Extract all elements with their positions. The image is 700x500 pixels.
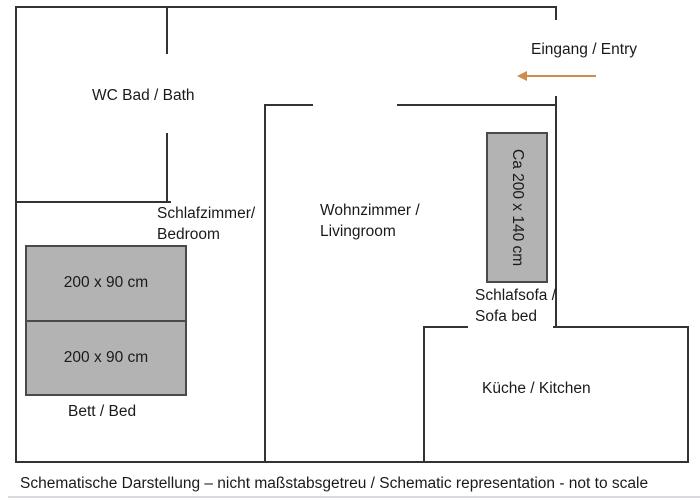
- bed-mattress-top: 200 x 90 cm: [27, 247, 185, 322]
- wall-living-top-right-segment: [397, 104, 557, 106]
- bed-rect: 200 x 90 cm 200 x 90 cm: [25, 245, 187, 396]
- sofa-label-line1: Schlafsofa /: [475, 287, 556, 304]
- bed-size-top-label: 200 x 90 cm: [63, 274, 149, 292]
- page-bottom-divider: [8, 496, 700, 498]
- wall-right-outer: [555, 96, 557, 328]
- entry-label-text: Eingang / Entry: [531, 41, 637, 58]
- wall-bath-bottom: [15, 201, 171, 203]
- wall-kitchen-top-right: [553, 326, 689, 328]
- wall-kitchen-top-left: [423, 326, 468, 328]
- wall-top-outer: [15, 6, 557, 8]
- wall-bottom-outer: [15, 461, 689, 463]
- bed-mattress-bottom: 200 x 90 cm: [27, 322, 185, 395]
- sofa-bed-label: Schlafsofa / Sofa bed: [475, 285, 556, 327]
- entry-arrow-head: [517, 71, 527, 81]
- bedroom-label-line2: Bedroom: [157, 226, 220, 243]
- scale-disclaimer: Schematische Darstellung – nicht maßstab…: [20, 473, 648, 494]
- wall-bath-right-lower: [166, 133, 168, 203]
- kitchen-room-label-text: Küche / Kitchen: [482, 380, 591, 397]
- wall-bedroom-living-divider: [264, 104, 266, 463]
- bath-room-label-text: WC Bad / Bath: [92, 87, 195, 104]
- wall-kitchen-right: [687, 326, 689, 463]
- wall-left-outer: [15, 6, 17, 463]
- sofa-size-label: Ca 200 x 140 cm: [509, 148, 526, 267]
- entry-arrow-shaft: [525, 75, 596, 77]
- entry-left-arrow-icon: [517, 70, 597, 82]
- bedroom-label-line1: Schlafzimmer/: [157, 205, 256, 222]
- wall-bath-right-upper: [166, 6, 168, 54]
- livingroom-label-line2: Livingroom: [320, 223, 396, 240]
- livingroom-label-line1: Wohnzimmer /: [320, 202, 420, 219]
- bed-label-text: Bett / Bed: [68, 403, 137, 420]
- bed-size-bottom-label: 200 x 90 cm: [63, 348, 149, 366]
- bedroom-room-label: Schlafzimmer/ Bedroom: [157, 203, 255, 245]
- scale-disclaimer-text: Schematische Darstellung – nicht maßstab…: [20, 475, 649, 492]
- livingroom-room-label: Wohnzimmer / Livingroom: [320, 200, 420, 242]
- bed-label: Bett / Bed: [68, 401, 136, 422]
- wall-right-entry-stub: [555, 6, 557, 20]
- sofa-label-line2: Sofa bed: [475, 308, 538, 325]
- wall-kitchen-left: [423, 326, 425, 463]
- sofa-bed-rect: Ca 200 x 140 cm: [486, 132, 548, 283]
- bath-room-label: WC Bad / Bath: [92, 85, 195, 106]
- kitchen-room-label: Küche / Kitchen: [482, 378, 591, 399]
- entry-label: Eingang / Entry: [531, 39, 637, 60]
- wall-living-top-left-segment: [264, 104, 313, 106]
